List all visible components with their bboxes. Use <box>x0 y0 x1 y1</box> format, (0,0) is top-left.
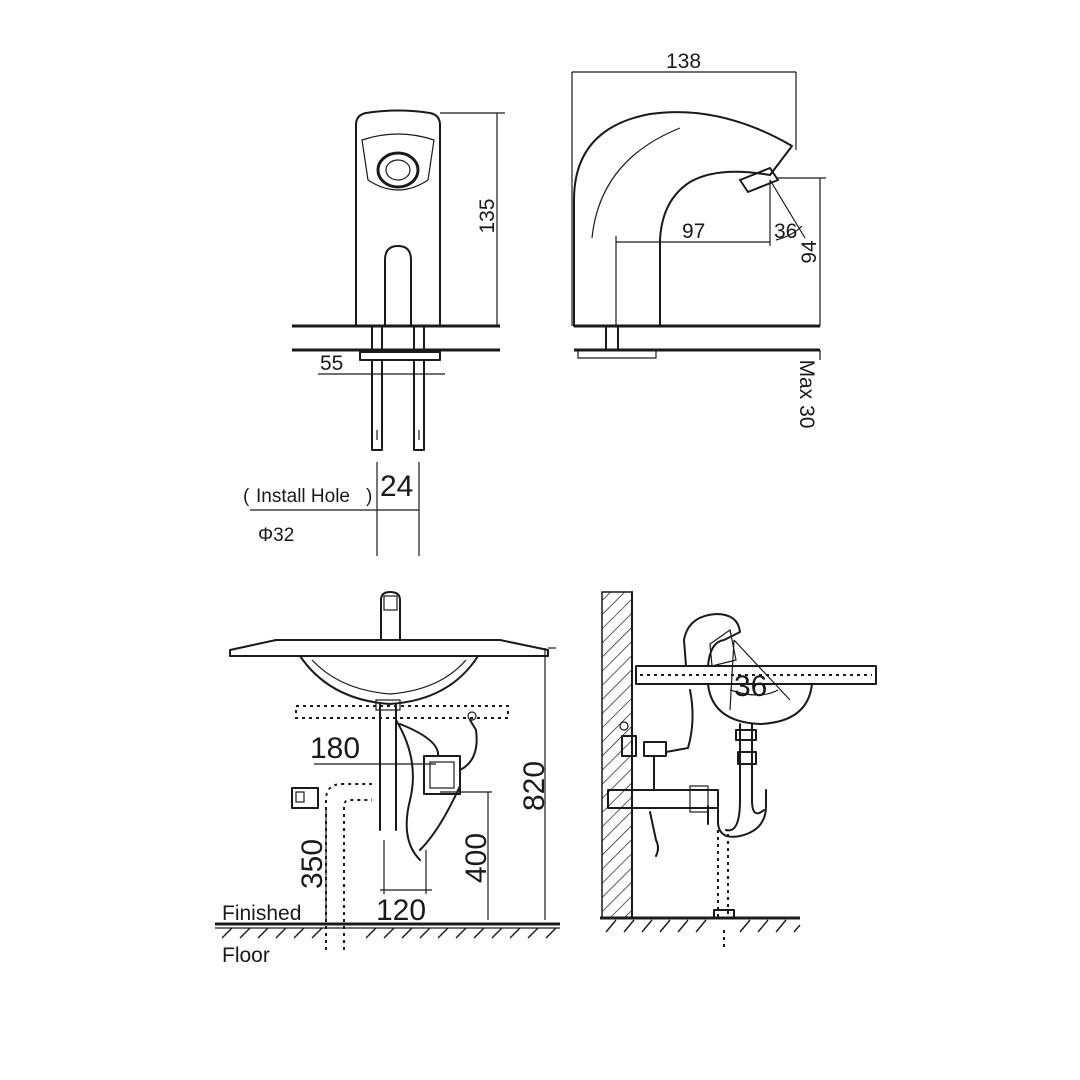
faucet-side-installed <box>683 613 741 667</box>
spout-slot-front <box>384 245 412 326</box>
floor-hatch <box>221 927 557 939</box>
basin-bowl <box>299 655 479 705</box>
installation-front-view: 180 350 400 820 120 Finished <box>215 591 560 967</box>
counter-slab <box>229 639 549 657</box>
side-view: 138 97 36 94 Max 30 <box>571 50 826 429</box>
installation-side-view: 36 <box>600 591 877 948</box>
floor-label-finished: Finished <box>222 902 301 925</box>
spacing-dim-55: 55 <box>320 352 343 375</box>
width-dim-138: 138 <box>666 50 701 73</box>
svg-text:): ) <box>366 486 372 507</box>
outlet-height-dim-400: 400 <box>460 833 493 883</box>
box-width-dim-180: 180 <box>310 732 360 765</box>
faucet-body-front <box>355 109 441 326</box>
sensor-angle-dim-36: 36 <box>734 670 767 703</box>
faucet-head-front <box>361 133 435 191</box>
spout-height-dim-94: 94 <box>798 240 821 264</box>
faucet-body-side <box>573 111 793 327</box>
height-dim-350: 350 <box>296 839 329 889</box>
front-view: 135 55 24 ( Install Hole ) Φ32 <box>243 109 505 556</box>
hole-dim-24: 24 <box>380 470 413 503</box>
angle-dim-36: 36 <box>774 220 797 243</box>
reach-dim-97: 97 <box>682 220 705 243</box>
svg-text:(: ( <box>243 486 250 507</box>
counter-height-dim-820: 820 <box>518 761 551 811</box>
drain-offset-dim-120: 120 <box>376 894 426 927</box>
max-thickness-dim: Max 30 <box>795 360 818 429</box>
spout-tip-side <box>739 167 779 193</box>
height-dim-135: 135 <box>476 198 499 233</box>
control-box <box>423 755 461 795</box>
sensor-window-front <box>376 151 420 189</box>
floor-label-floor: Floor <box>222 944 270 967</box>
install-hole-label: Install Hole <box>256 486 350 507</box>
install-hole-diameter: Φ32 <box>258 525 294 546</box>
